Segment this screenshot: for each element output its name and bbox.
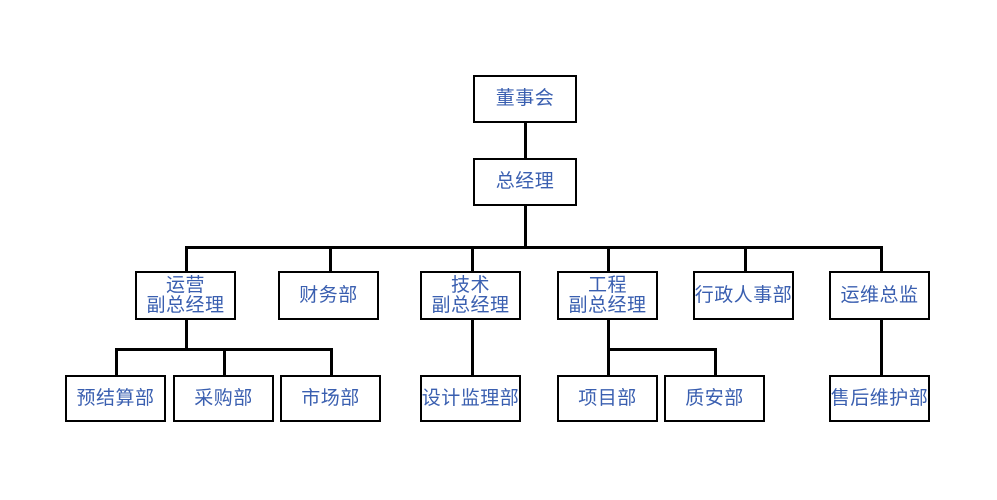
connector-to-project-dept	[607, 348, 610, 375]
node-procurement-dept[interactable]: 采购部	[173, 375, 274, 422]
node-om-director[interactable]: 运维总监	[829, 271, 930, 320]
node-quality-safety-dept-label: 质安部	[685, 386, 744, 409]
node-eng-vp-line1: 工程	[587, 273, 627, 296]
node-budget-dept[interactable]: 预结算部	[65, 375, 166, 422]
node-tech-vp-line1: 技术	[450, 273, 490, 296]
connector-bus-to-admin-hr	[744, 246, 747, 271]
node-admin-hr-dept[interactable]: 行政人事部	[693, 271, 794, 320]
node-tech-vp[interactable]: 技术 副总经理	[420, 271, 521, 320]
connector-gm-to-bus	[524, 206, 527, 246]
connector-to-quality-safety-dept	[714, 348, 717, 375]
node-project-dept-label: 项目部	[578, 386, 637, 409]
node-market-dept[interactable]: 市场部	[280, 375, 381, 422]
connector-board-to-gm	[524, 123, 527, 158]
connector-bus-to-eng-vp	[607, 246, 610, 271]
node-board-label: 董事会	[495, 87, 555, 110]
node-project-dept[interactable]: 项目部	[557, 375, 658, 422]
node-admin-hr-dept-label: 行政人事部	[694, 283, 793, 306]
node-om-director-label: 运维总监	[840, 283, 919, 306]
node-finance-dept-label: 财务部	[299, 283, 358, 306]
connector-ops-vp-down	[185, 320, 188, 348]
node-eng-vp[interactable]: 工程 副总经理	[557, 271, 658, 320]
connector-bus-to-finance	[329, 246, 332, 271]
node-ops-vp-line1: 运营	[165, 273, 205, 296]
connector-bus-eng-children	[607, 348, 717, 351]
node-board[interactable]: 董事会	[473, 75, 577, 123]
node-design-supervision-dept-label: 设计监理部	[421, 386, 520, 409]
node-ops-vp[interactable]: 运营 副总经理	[135, 271, 236, 320]
node-finance-dept[interactable]: 财务部	[278, 271, 379, 320]
node-market-dept-label: 市场部	[301, 386, 360, 409]
node-design-supervision-dept[interactable]: 设计监理部	[420, 375, 521, 422]
connector-to-market-dept	[330, 348, 333, 375]
connector-bus-level3	[185, 246, 882, 249]
node-budget-dept-label: 预结算部	[76, 386, 155, 409]
node-general-manager[interactable]: 总经理	[473, 158, 577, 206]
node-eng-vp-line2: 副总经理	[568, 293, 647, 316]
node-aftersales-maint-dept[interactable]: 售后维护部	[829, 375, 930, 422]
connector-bus-to-ops-vp	[185, 246, 188, 271]
node-tech-vp-line2: 副总经理	[431, 293, 510, 316]
connector-bus-to-om-director	[880, 246, 883, 271]
node-ops-vp-line2: 副总经理	[146, 293, 225, 316]
connector-to-procurement-dept	[223, 348, 226, 375]
connector-bus-to-tech-vp	[471, 246, 474, 271]
node-procurement-dept-label: 采购部	[194, 386, 253, 409]
node-quality-safety-dept[interactable]: 质安部	[664, 375, 765, 422]
connector-eng-vp-down	[607, 320, 610, 348]
connector-tech-vp-to-design-supervision	[471, 320, 474, 375]
node-aftersales-maint-dept-label: 售后维护部	[830, 386, 929, 409]
connector-to-budget-dept	[115, 348, 118, 375]
connector-om-director-to-aftersales	[880, 320, 883, 375]
node-general-manager-label: 总经理	[495, 170, 555, 193]
